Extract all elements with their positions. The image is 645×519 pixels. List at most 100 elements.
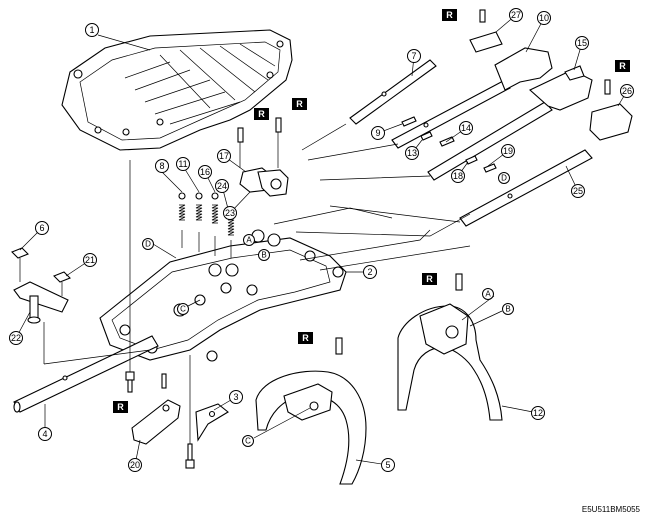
callout-18: 18 bbox=[451, 169, 465, 183]
part-shift-rod-25 bbox=[459, 149, 593, 227]
callout-22: 22 bbox=[9, 331, 23, 345]
callout-4: 4 bbox=[38, 427, 52, 441]
svg-text:24: 24 bbox=[217, 181, 227, 191]
part-pin-27 bbox=[469, 9, 503, 53]
svg-text:D: D bbox=[501, 174, 507, 183]
reuse-mark: R bbox=[442, 9, 457, 21]
callout-14: 14 bbox=[459, 121, 473, 135]
svg-text:A: A bbox=[246, 236, 252, 245]
part-shift-rod-10 bbox=[391, 47, 553, 149]
callout-15: 15 bbox=[575, 36, 589, 50]
svg-text:18: 18 bbox=[453, 171, 463, 181]
callout-5: 5 bbox=[381, 458, 395, 472]
callout-3: 3 bbox=[229, 390, 243, 404]
svg-text:C: C bbox=[180, 305, 186, 314]
part-lever-20 bbox=[131, 399, 181, 445]
svg-text:17: 17 bbox=[219, 151, 229, 161]
callout-6: 6 bbox=[35, 221, 49, 235]
callout-21: 21 bbox=[83, 253, 97, 267]
svg-text:8: 8 bbox=[159, 161, 164, 171]
callout-17: 17 bbox=[217, 149, 231, 163]
part-stopper-3 bbox=[195, 403, 229, 442]
svg-text:13: 13 bbox=[407, 148, 417, 158]
part-selector-rod-4 bbox=[13, 335, 159, 413]
reuse-mark: R bbox=[615, 60, 630, 72]
svg-text:25: 25 bbox=[573, 186, 583, 196]
callout-9: 9 bbox=[371, 126, 385, 140]
svg-text:21: 21 bbox=[85, 255, 95, 265]
reuse-mark: R bbox=[254, 108, 269, 120]
callout-16: 16 bbox=[198, 165, 212, 179]
svg-text:12: 12 bbox=[533, 408, 543, 418]
svg-text:R: R bbox=[296, 99, 303, 109]
letter-marks: A B C D D A B C bbox=[142, 172, 514, 447]
letter-mark-b: B bbox=[502, 303, 514, 315]
svg-text:B: B bbox=[505, 305, 510, 314]
svg-text:3: 3 bbox=[233, 392, 238, 402]
letter-mark-b: B bbox=[258, 249, 270, 261]
part-top-cover bbox=[61, 29, 293, 151]
bolts bbox=[125, 160, 195, 469]
letter-mark-c: C bbox=[242, 435, 254, 447]
letter-mark-d: D bbox=[142, 238, 154, 250]
svg-text:R: R bbox=[302, 333, 309, 343]
part-fork-end-26 bbox=[589, 79, 633, 141]
callout-26: 26 bbox=[620, 84, 634, 98]
callout-27: 27 bbox=[509, 8, 523, 22]
part-shift-fork-12 bbox=[397, 273, 503, 421]
part-shift-housing bbox=[99, 229, 347, 362]
svg-text:6: 6 bbox=[39, 223, 44, 233]
svg-text:20: 20 bbox=[130, 460, 140, 470]
part-shift-rod-7 bbox=[349, 59, 437, 125]
letter-mark-a: A bbox=[482, 288, 494, 300]
letter-mark-c: C bbox=[177, 303, 189, 315]
svg-text:26: 26 bbox=[622, 86, 632, 96]
callout-numbers: 1 2 3 4 5 6 7 8 9 10 11 12 13 14 15 16 1… bbox=[9, 8, 634, 472]
svg-text:5: 5 bbox=[385, 460, 390, 470]
svg-text:27: 27 bbox=[511, 10, 521, 20]
svg-text:4: 4 bbox=[42, 429, 47, 439]
callout-25: 25 bbox=[571, 184, 585, 198]
callout-19: 19 bbox=[501, 144, 515, 158]
reuse-marks: R R R R R R R bbox=[113, 9, 630, 413]
svg-text:B: B bbox=[261, 251, 266, 260]
reuse-mark: R bbox=[422, 273, 437, 285]
part-shift-rod-15 bbox=[427, 65, 593, 181]
callout-24: 24 bbox=[215, 179, 229, 193]
svg-text:16: 16 bbox=[200, 167, 210, 177]
letter-mark-a: A bbox=[243, 234, 255, 246]
svg-text:22: 22 bbox=[11, 333, 21, 343]
reuse-mark: R bbox=[298, 332, 313, 344]
svg-text:19: 19 bbox=[503, 146, 513, 156]
callout-10: 10 bbox=[537, 11, 551, 25]
figure-code: E5U511BM5055 bbox=[582, 505, 641, 514]
part-interlock-plates bbox=[237, 117, 289, 197]
callout-2: 2 bbox=[363, 265, 377, 279]
callout-11: 11 bbox=[176, 157, 190, 171]
part-lever-22 bbox=[11, 247, 71, 324]
detent-springs bbox=[178, 192, 235, 258]
letter-mark-d: D bbox=[498, 172, 510, 184]
svg-text:R: R bbox=[619, 61, 626, 71]
callout-8: 8 bbox=[155, 159, 169, 173]
svg-text:15: 15 bbox=[577, 38, 587, 48]
reuse-mark: R bbox=[113, 401, 128, 413]
part-shift-fork-5 bbox=[255, 337, 367, 485]
assembly-lines bbox=[43, 123, 471, 365]
svg-text:C: C bbox=[245, 437, 251, 446]
svg-text:R: R bbox=[446, 10, 453, 20]
svg-text:R: R bbox=[258, 109, 265, 119]
svg-text:2: 2 bbox=[367, 267, 372, 277]
callout-7: 7 bbox=[407, 49, 421, 63]
callout-1: 1 bbox=[85, 23, 99, 37]
svg-text:D: D bbox=[145, 240, 151, 249]
svg-text:14: 14 bbox=[461, 123, 471, 133]
svg-text:R: R bbox=[117, 402, 124, 412]
reuse-mark: R bbox=[292, 98, 307, 110]
callout-23: 23 bbox=[223, 206, 237, 220]
callout-13: 13 bbox=[405, 146, 419, 160]
svg-text:23: 23 bbox=[225, 208, 235, 218]
svg-text:11: 11 bbox=[178, 159, 187, 169]
svg-text:7: 7 bbox=[411, 51, 416, 61]
